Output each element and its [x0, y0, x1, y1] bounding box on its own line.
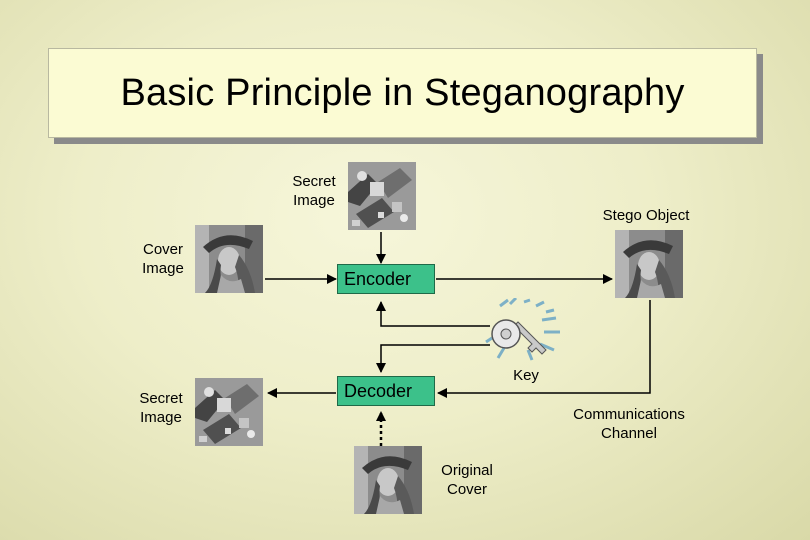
encoder-label: Encoder — [344, 268, 412, 289]
communications-channel-line1: Communications — [573, 406, 685, 423]
communications-channel-line2: Channel — [601, 425, 657, 442]
original-cover-line1: Original — [441, 462, 493, 479]
cover-image-line1: Cover — [142, 241, 183, 258]
secret-image-top-line2: Image — [293, 192, 335, 209]
secret-image-bottom-label: Secret Image — [130, 389, 192, 427]
arrow-key-to-decoder — [376, 344, 490, 373]
secret-image-top-label: Secret Image — [284, 172, 344, 210]
cover-image-label: Cover Image — [134, 240, 192, 278]
arrow-channel-to-decoder — [437, 300, 651, 398]
title-box: Basic Principle in Steganography — [48, 48, 757, 138]
decoder-block: Decoder — [337, 376, 435, 406]
decoder-label: Decoder — [344, 380, 413, 401]
secret-image-bottom-line1: Secret — [139, 390, 183, 407]
secret-image-bottom-line2: Image — [140, 409, 182, 426]
key-icon — [485, 298, 560, 361]
original-cover-line2: Cover — [446, 481, 487, 498]
arrow-key-to-encoder — [376, 301, 490, 327]
secret-image-top-line1: Secret — [292, 173, 336, 190]
page-title: Basic Principle in Steganography — [120, 71, 685, 114]
communications-channel-label: Communications Channel — [556, 405, 702, 443]
encoder-block: Encoder — [337, 264, 435, 294]
cover-image-line2: Image — [142, 260, 184, 277]
key-label: Key — [513, 367, 539, 384]
original-cover-label: Original Cover — [432, 461, 502, 499]
stego-object-label: Stego Object — [602, 207, 690, 224]
